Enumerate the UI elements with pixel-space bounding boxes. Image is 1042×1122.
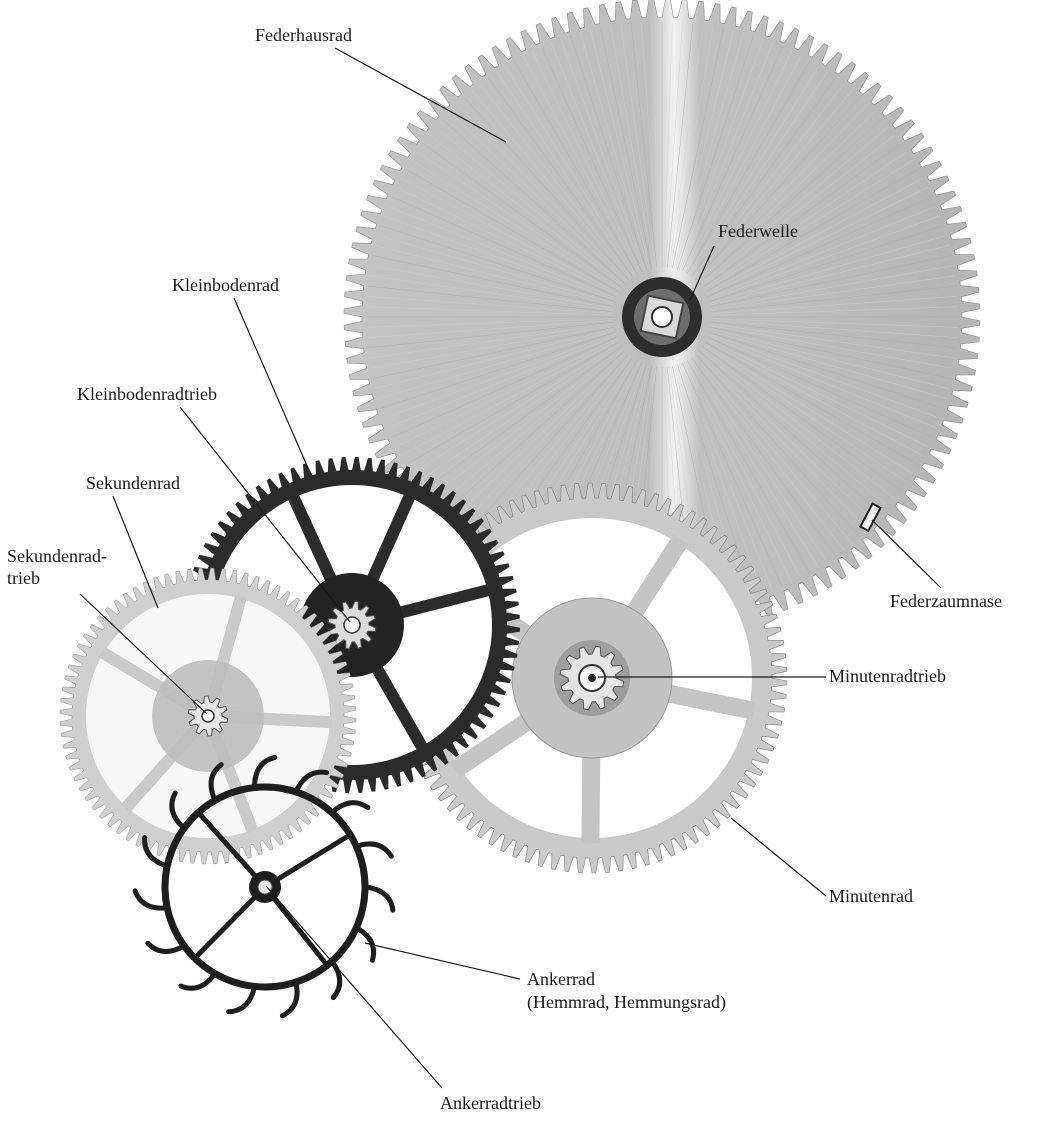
label-ankerrad-line2: (Hemmrad, Hemmungsrad) [527, 991, 726, 1013]
label-sekundenrad: Sekundenrad [86, 472, 180, 494]
label-sekundenradtrieb-line1: Sekundenrad- [7, 545, 107, 567]
kleinbodenradtrieb-arbor [344, 617, 360, 633]
ankerrad-tooth [181, 974, 215, 989]
label-kleinbodenrad: Kleinbodenrad [172, 274, 279, 296]
leader-federzaumnase [872, 520, 941, 588]
leader-ankerradtrieb [266, 886, 442, 1088]
label-minutenrad: Minutenrad [829, 885, 913, 907]
federwelle-hole [652, 307, 672, 327]
ankerradtrieb-pinion [258, 880, 272, 894]
label-minutenradtrieb: Minutenradtrieb [829, 665, 946, 687]
label-sekundenradtrieb-line2: trieb [7, 567, 40, 589]
ankerrad-tooth [365, 887, 393, 910]
label-federhausrad: Federhausrad [255, 24, 352, 46]
label-kleinbodenradtrieb: Kleinbodenradtrieb [77, 383, 217, 405]
ankerrad-tooth [332, 803, 368, 813]
leader-ankerrad [365, 943, 520, 979]
label-federzaumnase: Federzaumnase [890, 590, 1002, 612]
label-ankerrad-line1: Ankerrad [527, 968, 595, 990]
leader-minutenrad [731, 818, 826, 896]
leader-kleinbodenrad [234, 298, 308, 468]
label-ankerradtrieb: Ankerradtrieb [440, 1092, 541, 1114]
label-federwelle: Federwelle [718, 220, 798, 242]
minutenradtrieb-center [588, 674, 596, 682]
ankerrad-tooth [148, 943, 184, 951]
ankerrad-tooth [229, 987, 255, 1012]
